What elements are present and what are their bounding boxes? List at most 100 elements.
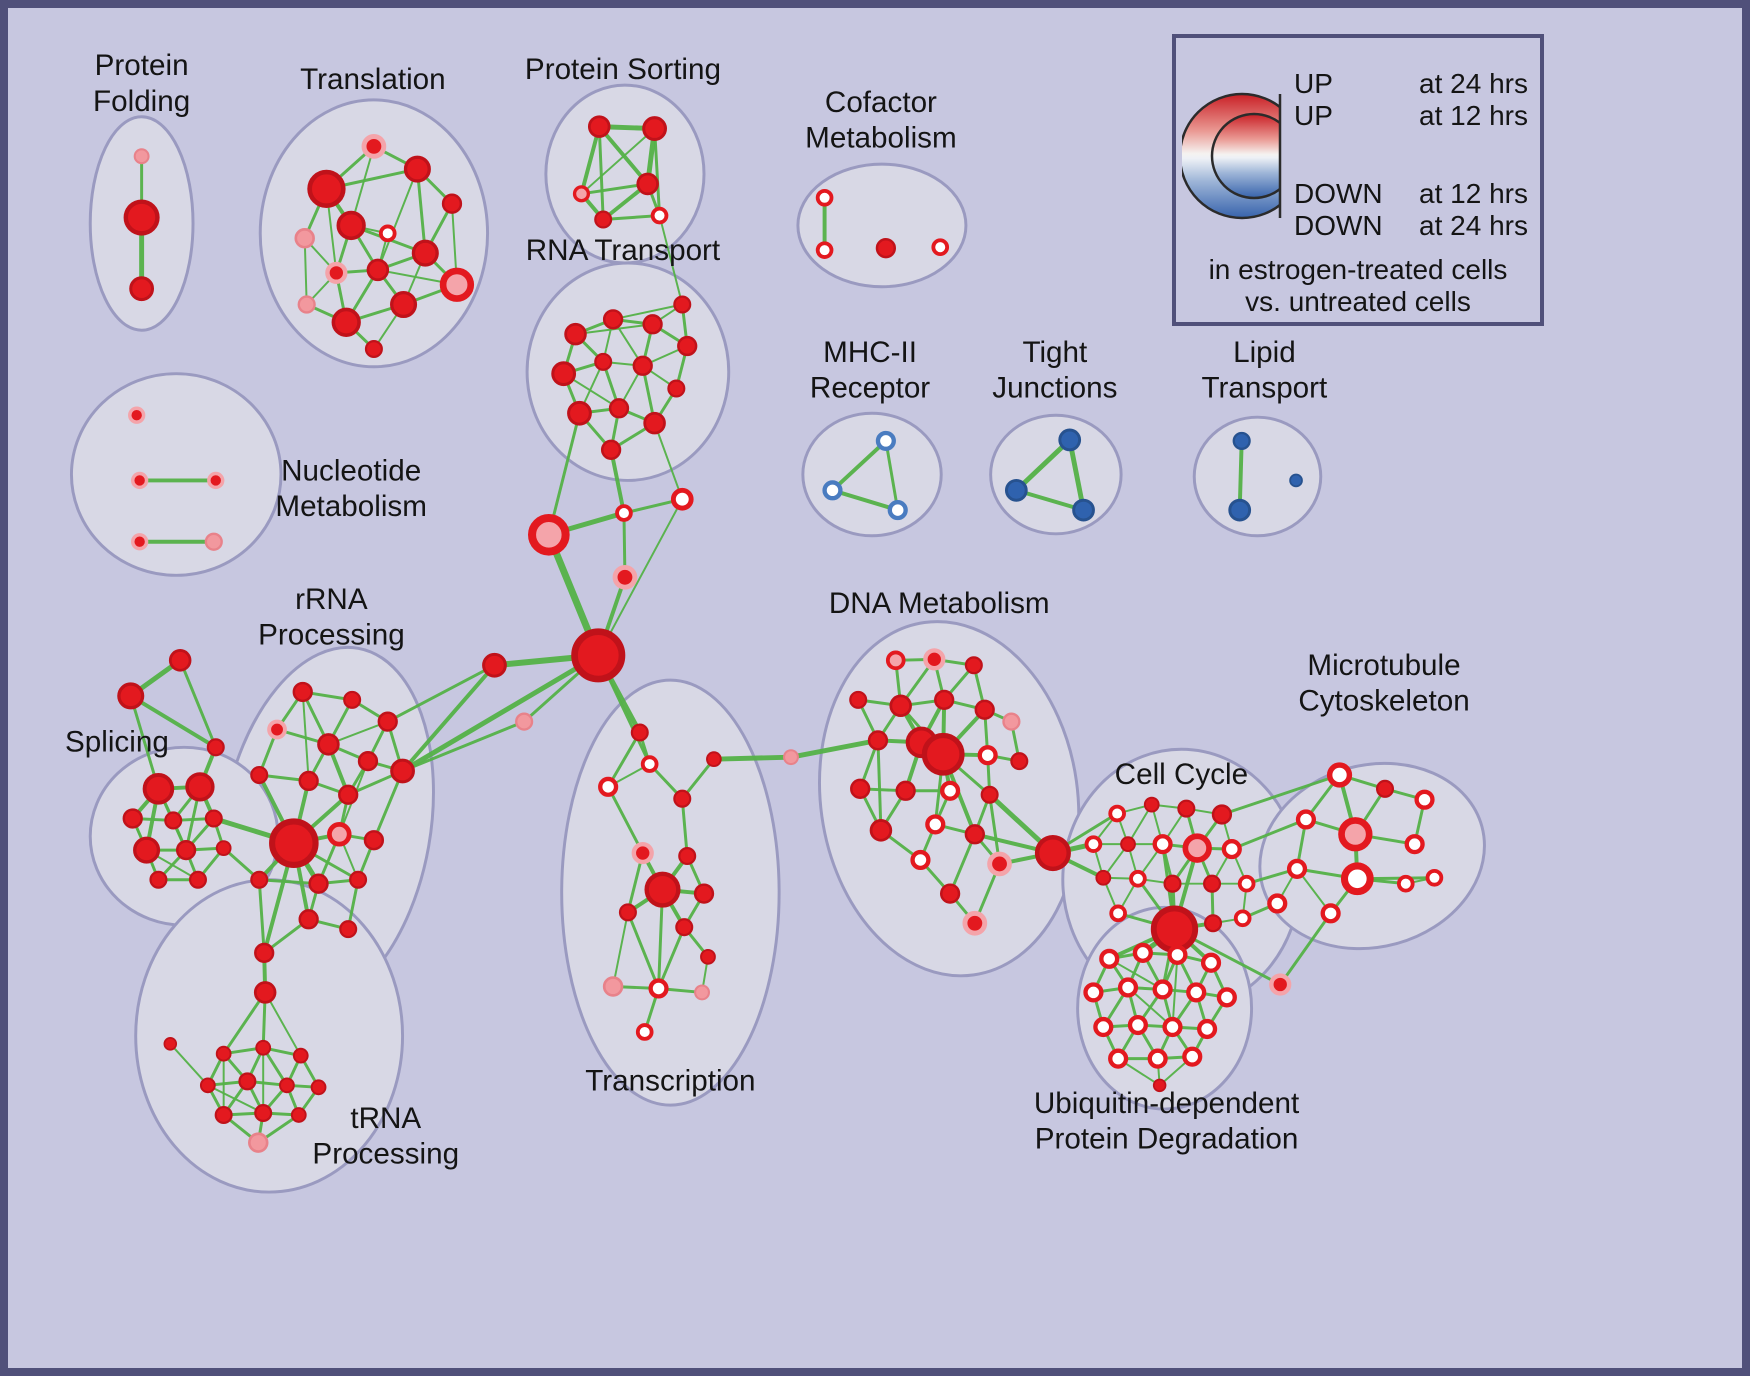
gene-node bbox=[215, 840, 232, 857]
legend-note-line-1: in estrogen-treated cells bbox=[1208, 254, 1508, 285]
gene-node bbox=[290, 1107, 307, 1123]
gene-node bbox=[1095, 869, 1112, 886]
gene-node bbox=[923, 648, 946, 671]
gene-node bbox=[515, 712, 534, 731]
gene-node bbox=[885, 650, 906, 671]
gene-node bbox=[269, 818, 319, 868]
gene-node bbox=[185, 772, 215, 802]
network-edge bbox=[580, 127, 656, 195]
gene-node bbox=[869, 819, 893, 842]
gene-node bbox=[822, 480, 843, 501]
gene-node bbox=[667, 379, 686, 398]
gene-node bbox=[254, 1103, 273, 1123]
gene-node bbox=[931, 238, 950, 257]
gene-node bbox=[815, 241, 834, 259]
legend-box: UP at 24 hrs UP at 12 hrs DOWN at 12 hrs… bbox=[1172, 34, 1544, 326]
gene-node bbox=[1267, 893, 1288, 914]
gene-node bbox=[678, 847, 697, 866]
gene-node bbox=[441, 193, 463, 214]
gene-node bbox=[1058, 428, 1082, 452]
gene-node bbox=[390, 758, 415, 784]
cluster-ellipse-cofactor-metabolism bbox=[796, 162, 968, 289]
gene-node bbox=[889, 694, 912, 718]
gene-node bbox=[1232, 431, 1251, 450]
cluster-label-splicing: Splicing bbox=[65, 725, 169, 758]
gene-node bbox=[331, 307, 361, 337]
gene-node bbox=[1147, 1048, 1168, 1069]
gene-node bbox=[673, 295, 692, 314]
gene-node bbox=[238, 1072, 257, 1091]
gene-node bbox=[567, 400, 592, 426]
gene-node bbox=[934, 689, 955, 711]
gene-node bbox=[1162, 1016, 1183, 1038]
gene-node bbox=[849, 690, 868, 709]
gene-node bbox=[366, 258, 390, 282]
network-edge bbox=[609, 447, 626, 516]
gene-node bbox=[602, 309, 624, 330]
gene-node bbox=[964, 656, 983, 675]
network-edge bbox=[1013, 437, 1073, 493]
legend-direction-label: UP bbox=[1294, 100, 1333, 131]
gene-node bbox=[964, 824, 985, 845]
gene-node bbox=[675, 918, 694, 937]
gene-node bbox=[123, 199, 160, 236]
gene-node bbox=[1295, 809, 1317, 830]
cluster-ellipse-mhc-ii-receptor bbox=[801, 411, 943, 538]
legend-direction-label: UP bbox=[1294, 68, 1333, 99]
gene-node bbox=[1425, 868, 1444, 887]
gene-node bbox=[706, 751, 722, 768]
gene-node bbox=[670, 487, 694, 511]
gene-node bbox=[636, 172, 659, 196]
gene-node bbox=[673, 789, 692, 808]
gene-node bbox=[608, 398, 630, 419]
gene-node bbox=[1216, 987, 1237, 1008]
gene-node bbox=[648, 978, 669, 999]
gene-node bbox=[122, 808, 143, 829]
gene-node bbox=[1117, 977, 1139, 998]
network-edge bbox=[386, 663, 496, 724]
gene-node bbox=[1083, 982, 1104, 1003]
network-edge bbox=[658, 214, 684, 306]
network-edge bbox=[657, 925, 686, 990]
gene-node bbox=[977, 745, 998, 766]
gene-node bbox=[279, 1077, 295, 1094]
gene-node bbox=[327, 822, 352, 847]
network-edge bbox=[128, 693, 218, 750]
gene-node bbox=[940, 780, 961, 801]
network-edge bbox=[680, 797, 689, 858]
network-edge bbox=[788, 737, 881, 760]
legend-time-label: at 12 hrs bbox=[1419, 100, 1528, 131]
gene-node bbox=[308, 873, 329, 894]
gene-node bbox=[267, 719, 287, 740]
gene-node bbox=[572, 185, 591, 203]
gene-node bbox=[1233, 909, 1252, 928]
legend-note-line-2: vs. untreated cells bbox=[1245, 286, 1471, 317]
cluster-label-transcription: Transcription bbox=[585, 1064, 755, 1097]
network-edge bbox=[601, 214, 662, 221]
gene-node bbox=[594, 352, 613, 371]
gene-node bbox=[594, 210, 613, 229]
up-down-node-glyph bbox=[1182, 92, 1282, 220]
gene-node bbox=[250, 870, 269, 889]
network-edge bbox=[415, 167, 427, 255]
legend-time-label: at 24 hrs bbox=[1419, 68, 1528, 99]
gene-node bbox=[1237, 874, 1256, 893]
gene-node bbox=[215, 1045, 232, 1062]
network-edge bbox=[597, 498, 684, 657]
gene-node bbox=[292, 681, 313, 703]
gene-node bbox=[1120, 836, 1136, 853]
gene-node bbox=[1200, 952, 1222, 973]
network-edge bbox=[169, 1042, 209, 1087]
network-edge bbox=[400, 652, 601, 774]
gene-node bbox=[199, 1077, 216, 1094]
gene-node bbox=[600, 439, 622, 460]
gene-node bbox=[1204, 914, 1223, 933]
network-edge bbox=[222, 990, 267, 1056]
gene-node bbox=[1108, 1048, 1129, 1069]
network-edge bbox=[612, 911, 629, 988]
cluster-label-dna-metabolism: DNA Metabolism bbox=[829, 587, 1050, 620]
gene-node bbox=[1152, 834, 1173, 855]
gene-node bbox=[411, 239, 439, 267]
